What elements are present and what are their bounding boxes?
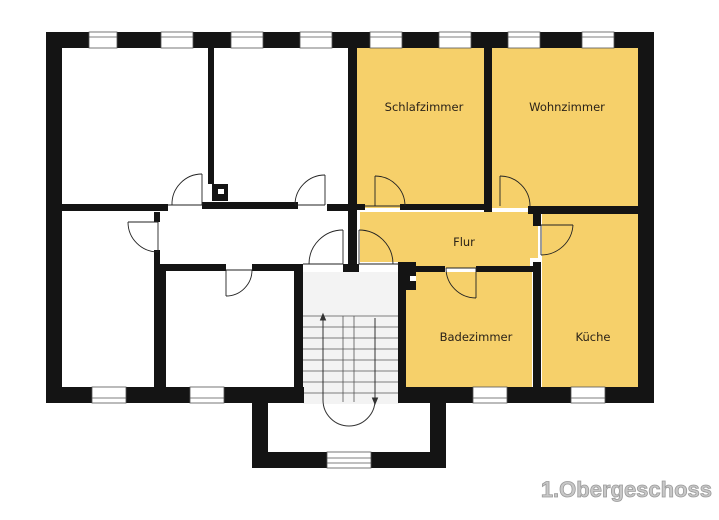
window (581, 31, 615, 49)
door-badezimmer[interactable] (445, 267, 477, 299)
door-kueche[interactable] (540, 224, 574, 256)
arrow-down-icon (371, 397, 379, 406)
window (438, 31, 472, 49)
windows (88, 31, 615, 469)
wall-sw-stairs (294, 264, 303, 390)
wall-n-schlaf (348, 48, 357, 270)
label-flur: Flur (453, 235, 475, 249)
door-stair-e[interactable] (358, 229, 399, 265)
floor-title: 1.Obergeschoss (541, 477, 712, 502)
wall-east (638, 32, 654, 402)
wall-nw-horiz (62, 204, 168, 211)
door-nw[interactable] (168, 173, 203, 206)
room-badezimmer[interactable] (404, 272, 532, 387)
door-n[interactable] (294, 174, 326, 206)
door-west[interactable] (127, 221, 159, 253)
window (189, 386, 225, 404)
wall-bath-kitchen (533, 262, 541, 390)
room-flur[interactable] (360, 212, 538, 268)
stair-steps (303, 315, 399, 402)
staircase (303, 272, 399, 427)
window (326, 451, 372, 469)
highlighted-apartment (357, 48, 640, 387)
room-wohnzimmer[interactable] (492, 48, 640, 208)
stair-direction-arrow (319, 312, 379, 427)
door-wohnzimmer[interactable] (499, 175, 531, 207)
window (570, 386, 606, 404)
window (369, 31, 403, 49)
wall-w-hall (154, 212, 160, 222)
wall-west (46, 32, 62, 402)
label-kueche: Küche (576, 330, 611, 344)
label-schlafzimmer: Schlafzimmer (385, 100, 464, 114)
label-wohnzimmer: Wohnzimmer (529, 100, 605, 114)
wall-north (46, 32, 652, 48)
window (160, 31, 194, 49)
door-stair-w[interactable] (303, 229, 344, 265)
label-badezimmer: Badezimmer (440, 330, 513, 344)
wall-nw-n (208, 48, 214, 184)
doors (127, 173, 574, 299)
window (230, 31, 264, 49)
window (507, 31, 541, 49)
walls (46, 32, 654, 468)
window (472, 386, 508, 404)
room-kueche[interactable] (542, 214, 638, 387)
shaft-icon (218, 189, 224, 194)
window (299, 31, 333, 49)
wall-flur-bath (398, 266, 445, 272)
arrow-up-icon (319, 312, 327, 321)
room-schlafzimmer[interactable] (357, 48, 485, 208)
door-sw[interactable] (225, 269, 253, 297)
wall-stairs-bath (398, 262, 406, 390)
wall-hall-sw (160, 264, 226, 271)
shaft-icon (410, 276, 416, 281)
wall-schlaf-wohn (484, 48, 492, 212)
window (88, 31, 118, 49)
door-schlafzimmer[interactable] (365, 175, 406, 207)
window (91, 386, 127, 404)
